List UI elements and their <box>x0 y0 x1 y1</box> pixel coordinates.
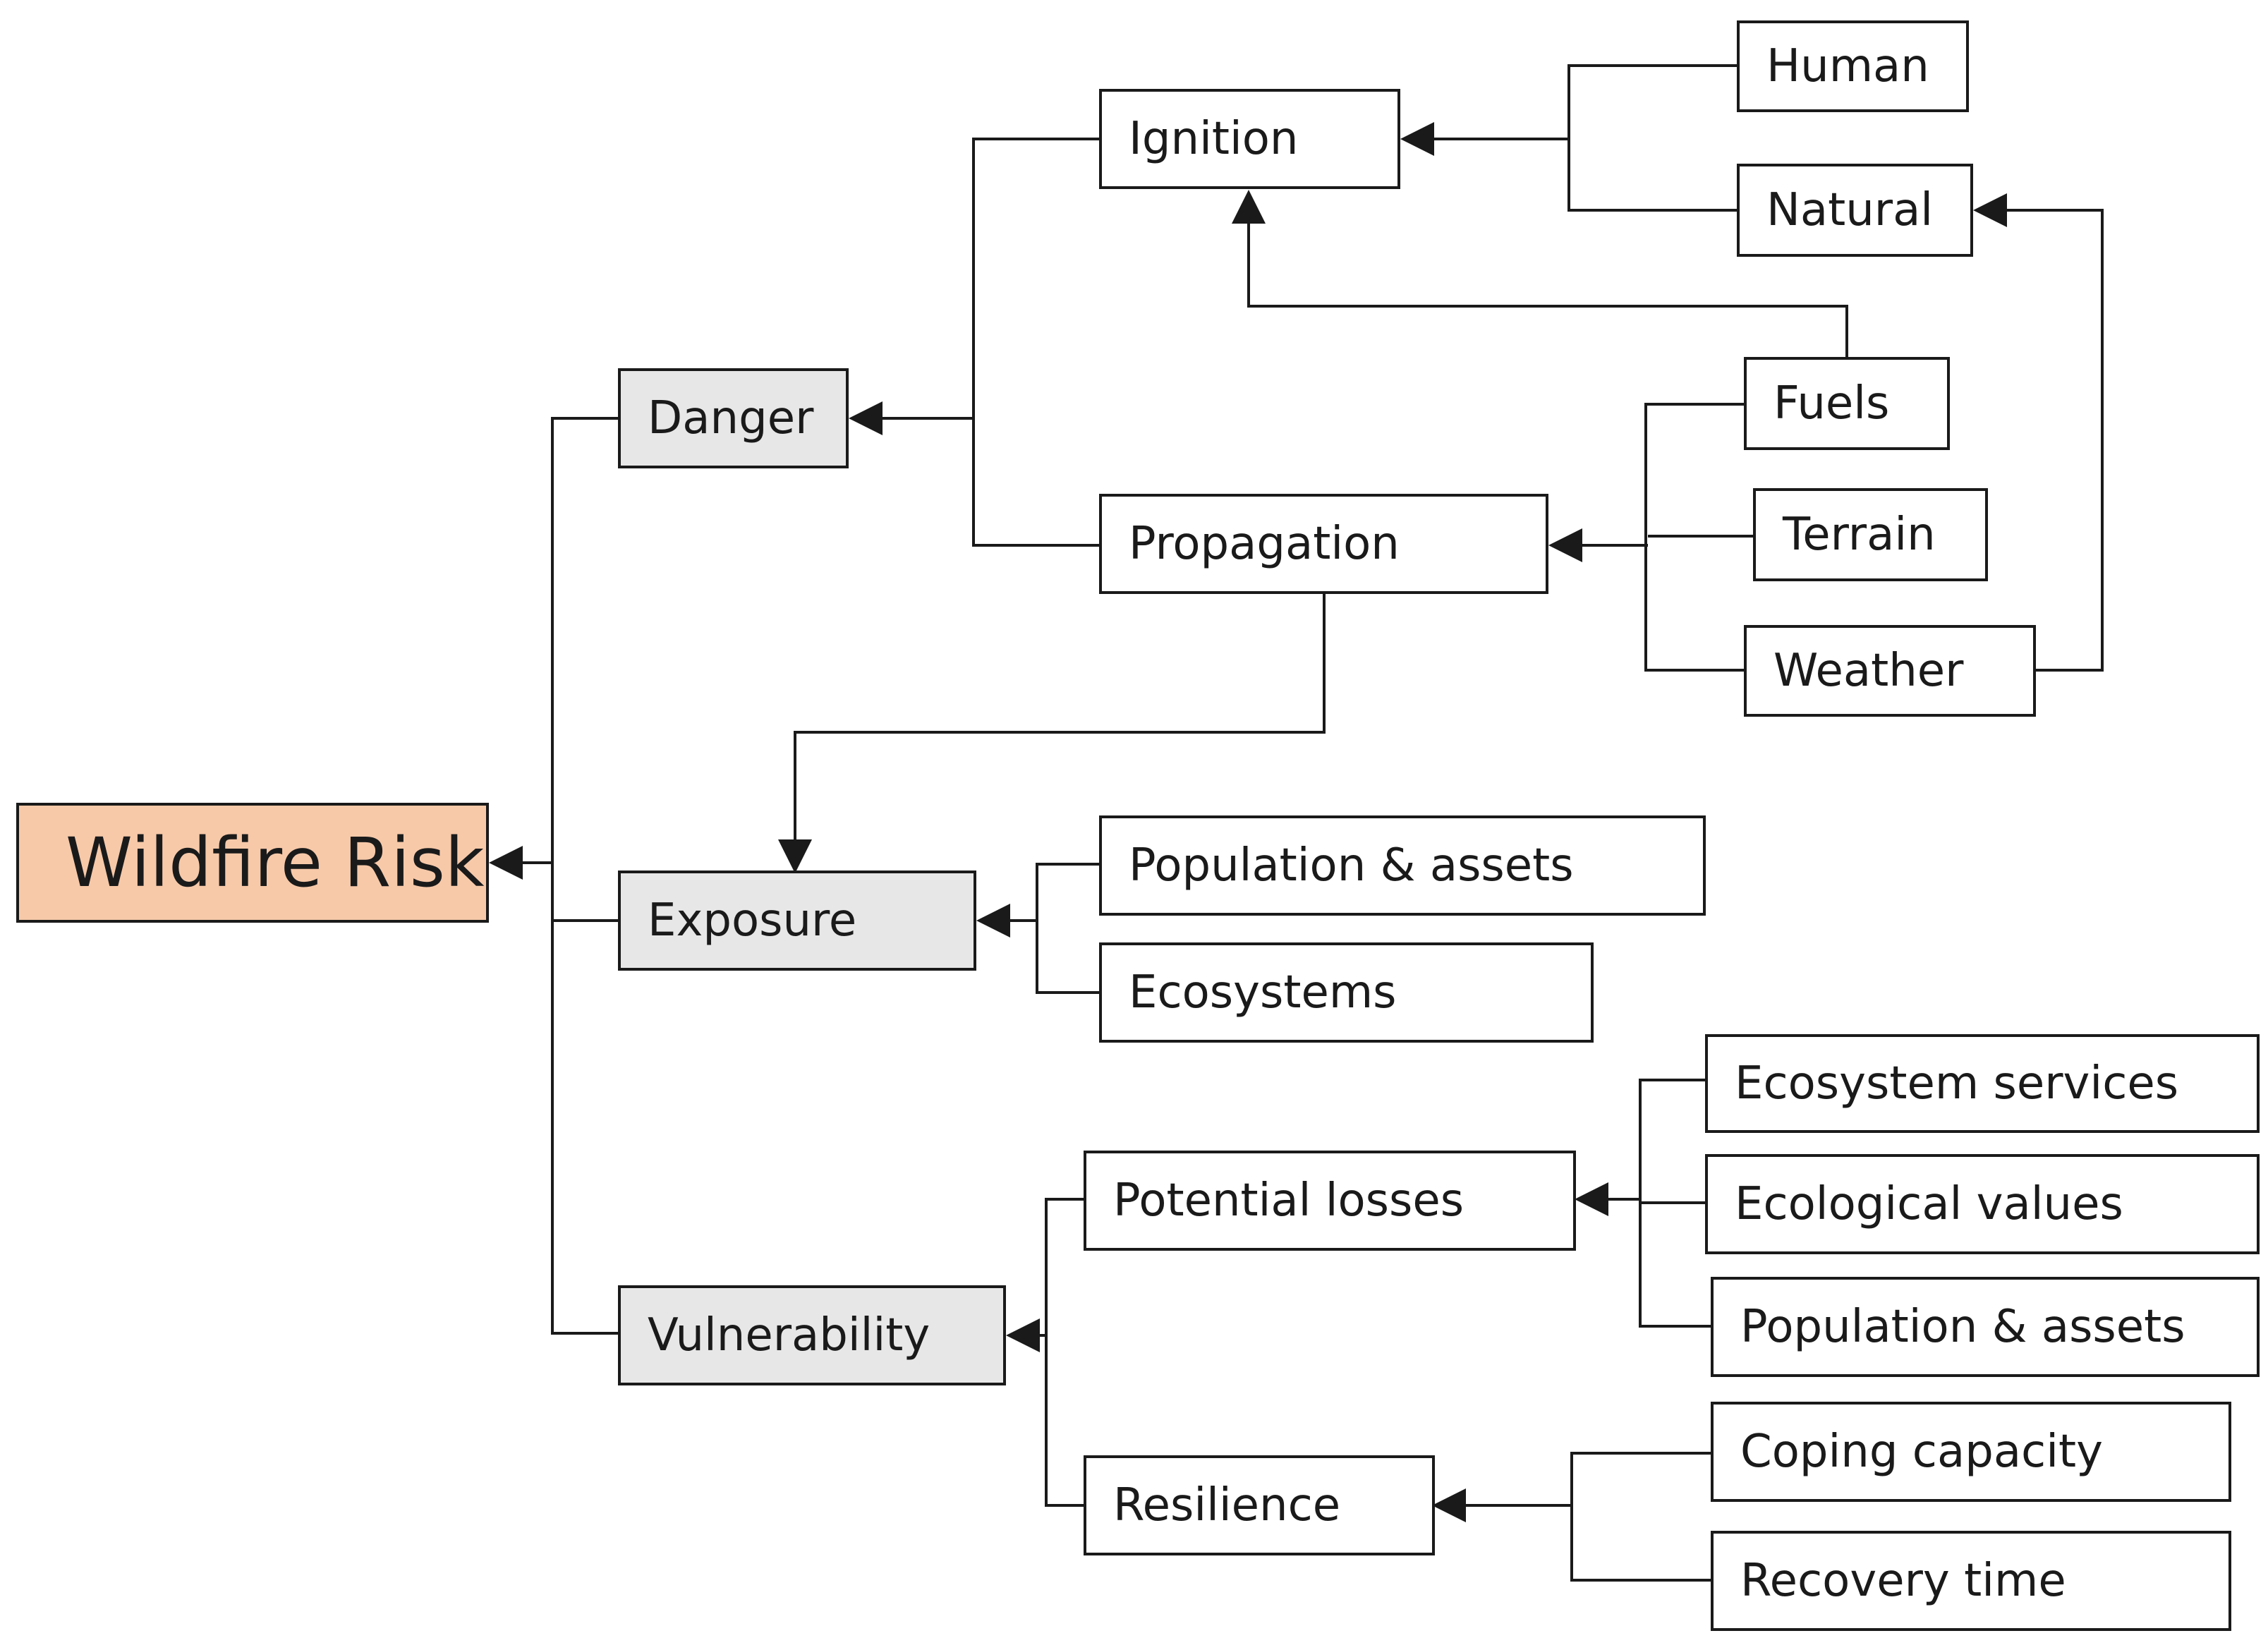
arrow-fuels-to-ignition <box>1232 190 1848 357</box>
connector-ignition-propagation <box>972 138 1099 547</box>
node-ecological-values: Ecological values <box>1705 1154 2260 1254</box>
node-population-assets-exposure: Population & assets <box>1099 815 1706 916</box>
arrow-propagation-to-exposure <box>778 594 1326 873</box>
node-coping-capacity: Coping capacity <box>1711 1402 2231 1502</box>
node-human: Human <box>1737 20 1969 112</box>
node-propagation: Propagation <box>1099 494 1548 594</box>
node-weather: Weather <box>1744 625 2036 717</box>
node-wildfire-risk: Wildfire Risk <box>16 803 489 923</box>
connector-losses-resilience <box>1045 1198 1084 1507</box>
node-recovery-time: Recovery time <box>1711 1531 2231 1631</box>
connector-fuels-terrain-weather <box>1644 403 1744 672</box>
node-resilience: Resilience <box>1084 1455 1435 1555</box>
node-danger: Danger <box>618 368 849 468</box>
node-exposure: Exposure <box>618 871 976 971</box>
node-terrain: Terrain <box>1753 488 1988 581</box>
node-natural: Natural <box>1737 164 1973 257</box>
node-fuels: Fuels <box>1744 357 1950 450</box>
node-ecosystem-services: Ecosystem services <box>1705 1034 2260 1133</box>
node-vulnerability: Vulnerability <box>618 1285 1006 1385</box>
connector-population-ecosystems <box>1036 863 1099 994</box>
connector-human-natural <box>1567 64 1737 212</box>
node-ignition: Ignition <box>1099 89 1400 189</box>
connector-coping-recovery <box>1570 1452 1711 1582</box>
node-ecosystems: Ecosystems <box>1099 942 1594 1043</box>
arrow-weather-to-natural <box>1973 193 2104 672</box>
connector-danger-to-root <box>551 417 618 1335</box>
node-population-assets-losses: Population & assets <box>1711 1277 2260 1377</box>
node-potential-losses: Potential losses <box>1084 1151 1576 1251</box>
